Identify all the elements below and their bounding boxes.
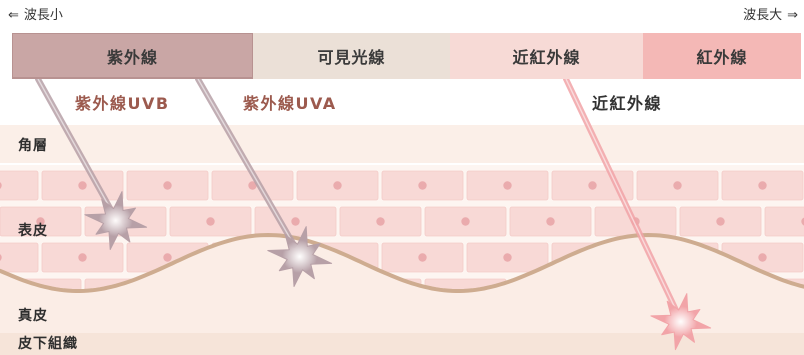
cell-nucleus xyxy=(673,181,682,190)
epidermis-label: 表皮 xyxy=(18,223,48,239)
cell-nucleus xyxy=(546,217,555,226)
epidermal-cell xyxy=(0,242,39,273)
wavelength-long-indicator: 波長大 ⇒ xyxy=(743,8,798,24)
spectrum-band-infrared: 紅外線 xyxy=(643,33,801,79)
cell-nucleus xyxy=(163,253,172,262)
near-infrared-label: 近紅外線 xyxy=(592,94,663,113)
spectrum-band-near-infrared: 近紅外線 xyxy=(450,33,643,79)
cell-nucleus xyxy=(333,181,342,190)
uvb-ray-highlight xyxy=(37,78,111,209)
dermis-label: 真皮 xyxy=(18,308,48,324)
uva-burst-icon xyxy=(267,226,333,287)
spectrum-bar: 紫外線 可見光線 近紅外線 紅外線 xyxy=(12,33,801,79)
spectrum-band-visible: 可見光線 xyxy=(253,33,450,79)
wavelength-short-indicator: ⇐ 波長小 xyxy=(8,8,63,24)
double-arrow-right-icon: ⇒ xyxy=(787,8,798,23)
cell-nucleus xyxy=(503,253,512,262)
spectrum-band-ultraviolet: 紫外線 xyxy=(12,33,253,79)
cell-nucleus xyxy=(418,181,427,190)
subcutaneous-tissue-label: 皮下組織 xyxy=(18,336,78,352)
near-infrared-burst-icon xyxy=(650,293,712,351)
cell-nucleus xyxy=(78,253,87,262)
cell-nucleus xyxy=(418,253,427,262)
dermal-epidermal-boundary xyxy=(0,232,804,293)
cell-nucleus xyxy=(206,217,215,226)
uva-label: 紫外線UVA xyxy=(243,94,337,113)
stratum-corneum-label: 角層 xyxy=(18,138,48,154)
cell-nucleus xyxy=(588,181,597,190)
cell-nucleus xyxy=(78,181,87,190)
cell-nucleus xyxy=(248,181,257,190)
near-infrared-ray-highlight xyxy=(565,78,677,311)
stratum-corneum-layer xyxy=(0,125,804,163)
cell-nucleus xyxy=(376,217,385,226)
dermis-layer xyxy=(0,235,804,333)
cell-nucleus xyxy=(461,217,470,226)
cell-nucleus xyxy=(163,181,172,190)
uvb-burst-icon xyxy=(84,191,148,250)
wavelength-short-label: 波長小 xyxy=(23,8,63,23)
cell-nucleus xyxy=(503,181,512,190)
uvb-label: 紫外線UVB xyxy=(75,94,170,113)
wavelength-long-label: 波長大 xyxy=(743,8,783,23)
uva-ray-highlight xyxy=(197,78,295,246)
epidermal-cell xyxy=(764,206,804,237)
epidermal-cell xyxy=(0,170,39,201)
subcutaneous-layer xyxy=(0,333,804,355)
cell-nucleus xyxy=(291,217,300,226)
cell-nucleus xyxy=(801,217,804,226)
cell-nucleus xyxy=(716,217,725,226)
cell-nucleus xyxy=(758,253,767,262)
cell-nucleus xyxy=(36,217,45,226)
cell-nucleus xyxy=(758,181,767,190)
double-arrow-left-icon: ⇐ xyxy=(8,8,19,23)
